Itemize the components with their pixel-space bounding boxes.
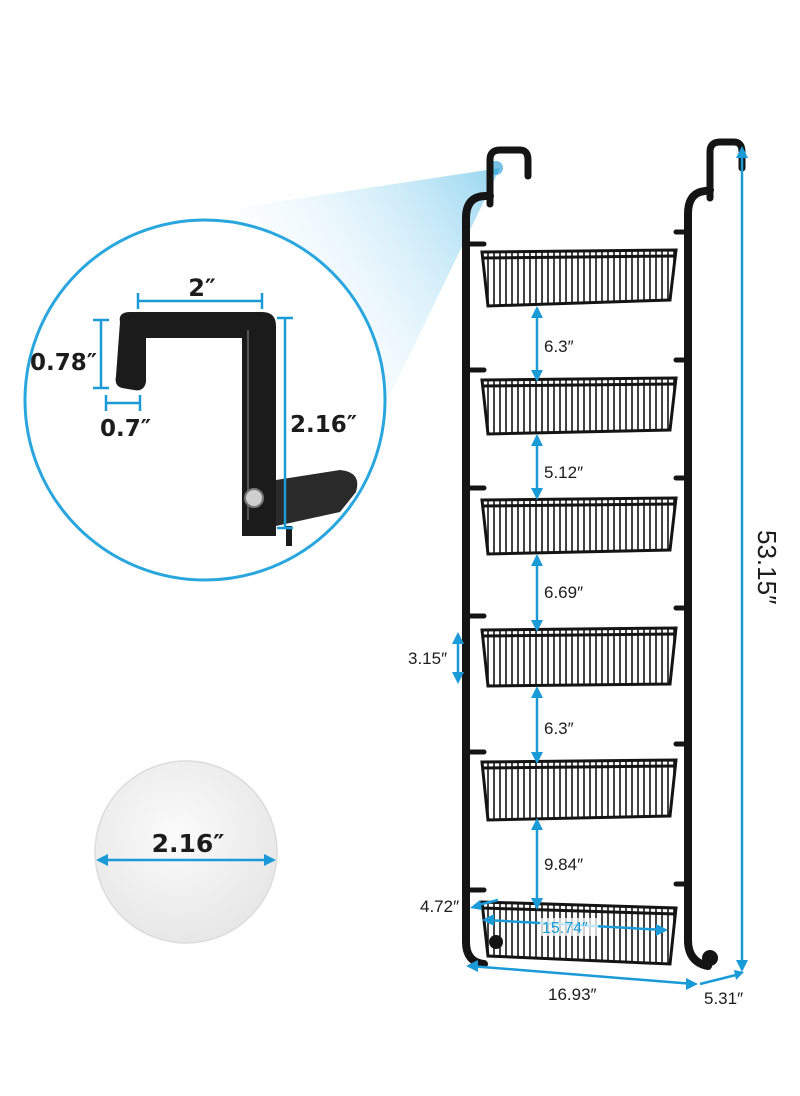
arrow-head xyxy=(264,854,276,866)
basket-width-label: 15.74″ xyxy=(542,920,588,937)
pad-diameter-label: 2.16″ xyxy=(152,829,225,858)
hook-cross-bar xyxy=(276,470,358,526)
basket-width-label-bg xyxy=(540,918,598,936)
right-side-rail xyxy=(684,186,714,970)
left-side-rail xyxy=(462,192,494,968)
right-foot-knob xyxy=(702,950,718,966)
lip-depth-label: 0.7″ xyxy=(100,416,151,442)
zoom-spotlight-beam xyxy=(236,168,500,420)
hook-detail-zoom: 2″ 0.78″ 0.7″ 2.16″ xyxy=(23,218,387,582)
basket-5 xyxy=(480,758,678,822)
basket-height-dimension xyxy=(452,632,464,684)
door-rack xyxy=(462,138,746,970)
basket-4 xyxy=(480,626,678,688)
gap-label-5: 9.84″ xyxy=(544,855,583,874)
hook-width-label: 2″ xyxy=(188,274,216,302)
hook-screw-icon xyxy=(244,488,264,508)
overall-width-dimension xyxy=(466,960,698,990)
overall-depth-dimension xyxy=(699,970,744,986)
arrow-head xyxy=(96,854,108,866)
basket-height-label: 3.15″ xyxy=(408,649,447,668)
basket-depth-label: 4.72″ xyxy=(420,897,459,916)
overall-width-label: 16.93″ xyxy=(548,985,597,1004)
gap-label-1: 6.3″ xyxy=(544,337,574,356)
basket-depth-dimension xyxy=(470,898,499,910)
basket-2 xyxy=(480,376,678,436)
basket-3 xyxy=(480,496,678,556)
hook-bracket xyxy=(115,312,276,536)
left-door-hook xyxy=(486,146,532,208)
basket-1 xyxy=(480,248,678,308)
gap-label-3: 6.69″ xyxy=(544,583,583,602)
right-door-hook xyxy=(706,138,746,202)
overall-height-dimension xyxy=(736,146,748,972)
overall-depth-label: 5.31″ xyxy=(704,989,743,1008)
shelf-gap-dimensions xyxy=(531,306,543,910)
pad-disc xyxy=(94,760,278,944)
gap-label-4: 6.3″ xyxy=(544,719,574,738)
rail-brackets xyxy=(465,229,689,893)
baskets xyxy=(480,248,678,966)
adhesive-pad: 2.16″ xyxy=(94,760,278,944)
hook-bottom-pin xyxy=(286,526,292,546)
gap-label-2: 5.12″ xyxy=(544,463,583,482)
hook-height-label: 2.16″ xyxy=(290,412,357,438)
lip-height-label: 0.78″ xyxy=(30,350,97,376)
overall-height-label: 53.15″ xyxy=(752,530,782,604)
